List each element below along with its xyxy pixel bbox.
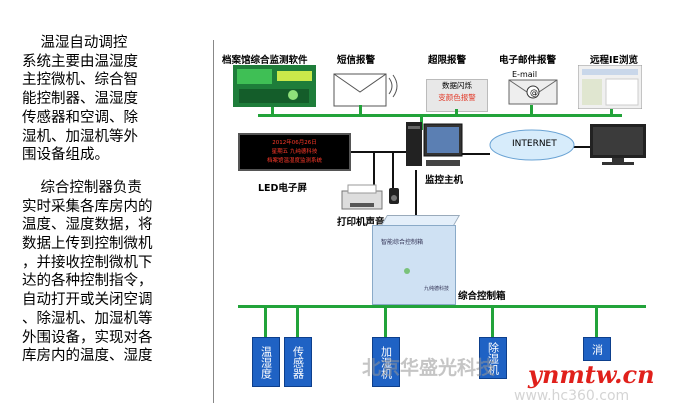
alarm-box: 数据闪烁 变颜色报警 xyxy=(426,79,488,112)
connector-humidifier xyxy=(384,305,387,338)
led-line-2: 星期五 九纯德科技 xyxy=(271,149,318,155)
connector-overlimit xyxy=(455,109,458,115)
cabinet-indicator-icon xyxy=(402,261,412,274)
connector-dehumidifier xyxy=(491,305,494,338)
envelope-icon xyxy=(333,70,398,107)
description-paragraph-2: 综合控制器负责 实时采集各库房内的 温度、湿度数据，将 数据上传到控制微机 ，并… xyxy=(22,179,153,365)
top-bus-line xyxy=(258,114,622,117)
watermark-company: 北京华盛光科技 xyxy=(362,357,496,379)
host-computer-icon xyxy=(402,122,464,170)
connector-sensor-1 xyxy=(264,305,267,338)
alarm-text-flash: 数据闪烁 xyxy=(442,81,472,90)
bottom-bus-line xyxy=(238,305,646,308)
cable-led xyxy=(351,151,407,153)
device-dehumidifier: 除湿机 xyxy=(479,337,507,379)
cable-internet xyxy=(456,153,490,155)
connector-remote xyxy=(610,109,613,115)
cable-monitor xyxy=(572,146,592,148)
cable-speaker xyxy=(392,151,394,193)
control-cabinet xyxy=(372,225,456,305)
svg-text:@: @ xyxy=(530,88,538,97)
label-overlimit-alarm: 超限报警 xyxy=(428,55,467,66)
description-text: 温湿自动调控 系统主要由温湿度 主控微机、综合智 能控制器、温湿度 传感器和空调… xyxy=(22,34,194,380)
label-remote-ie: 远程IE浏览 xyxy=(590,55,639,66)
divider-line xyxy=(213,40,214,403)
label-host: 监控主机 xyxy=(425,175,464,186)
cable-printer xyxy=(373,151,375,191)
remote-screen-icon xyxy=(577,64,643,110)
label-control-cabinet: 综合控制箱 xyxy=(458,291,506,302)
label-monitoring-software: 档案馆综合监测软件 xyxy=(222,55,308,66)
internet-label: INTERNET xyxy=(512,139,557,149)
email-label: E-mail xyxy=(512,70,538,79)
connector-software xyxy=(271,107,274,115)
device-sensor: 传感器 xyxy=(284,337,312,387)
connector-other xyxy=(595,305,598,338)
led-screen: 2012年06月26日 星期五 九纯德科技 档案馆温湿度监测系统 xyxy=(238,133,351,171)
connector-sms xyxy=(359,105,362,115)
watermark-site: ynmtw.cn xyxy=(528,360,655,389)
alarm-text-color: 变颜色报警 xyxy=(438,93,476,102)
device-temperature-humidity: 温湿度 xyxy=(252,337,280,387)
printer-icon xyxy=(340,183,384,211)
cabinet-screen-text: 智能综合控制箱 xyxy=(381,239,424,246)
internet-cloud-icon xyxy=(488,128,576,162)
cable-cabinet xyxy=(415,170,417,228)
connector-sensor-2 xyxy=(296,305,299,338)
watermark-url: www.hc360.com xyxy=(514,388,630,404)
device-other: 消 xyxy=(583,337,611,361)
connector-email xyxy=(530,105,533,115)
led-line-3: 档案馆温湿度监测系统 xyxy=(266,158,322,164)
cabinet-brand: 九纯德科技 xyxy=(424,286,450,292)
label-led-screen: LED电子屏 xyxy=(258,183,307,194)
description-paragraph-1: 温湿自动调控 系统主要由温湿度 主控微机、综合智 能控制器、温湿度 传感器和空调… xyxy=(22,35,138,164)
email-icon: @ xyxy=(503,70,563,106)
led-line-1: 2012年06月26日 xyxy=(272,140,317,146)
speaker-icon xyxy=(388,187,400,205)
label-email-alarm: 电子邮件报警 xyxy=(499,55,557,66)
label-sms-alarm: 短信报警 xyxy=(337,55,376,66)
label-printer-alarm: 打印机声音报警 xyxy=(337,217,404,228)
remote-monitor-icon xyxy=(590,124,646,166)
device-humidifier: 加湿机 xyxy=(372,337,400,387)
software-screenshot-icon xyxy=(233,65,316,107)
